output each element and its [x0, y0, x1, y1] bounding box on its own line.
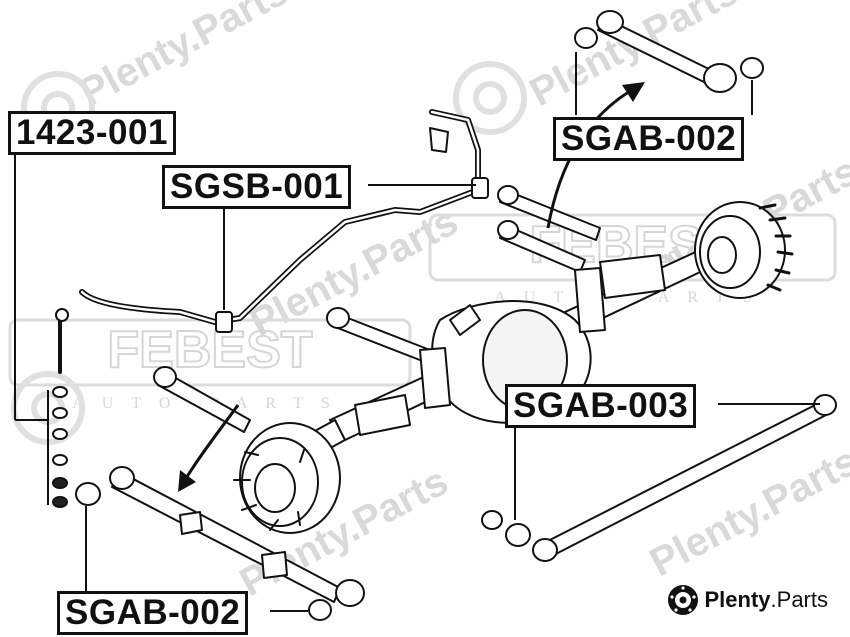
- brand-name: Plenty: [704, 587, 771, 612]
- arm-bushing: [109, 466, 135, 490]
- spring-perch: [354, 394, 411, 436]
- axle-bracket: [419, 347, 451, 409]
- part-label-sgab-002-lower: SGAB-002: [57, 591, 249, 635]
- arm-bushing: [335, 579, 365, 607]
- arrow-head: [178, 470, 196, 492]
- brand-suffix: Parts: [776, 587, 828, 612]
- spring-perch: [599, 254, 666, 299]
- link-kit-parts: [52, 386, 68, 508]
- upper-link-bushing: [596, 10, 624, 34]
- part-label-sgsb-001: SGSB-001: [162, 165, 352, 209]
- brake-disc-icon: [668, 585, 699, 615]
- arm-bushing: [326, 307, 350, 329]
- arrow-head: [622, 82, 645, 102]
- sway-bar-bushing: [471, 177, 489, 199]
- febest-watermark-text: FEBEST: [107, 321, 312, 379]
- arm-bushing: [153, 366, 177, 388]
- bushing-sgab-003: [505, 523, 531, 547]
- arm-bushing: [497, 220, 519, 240]
- sway-bar-bracket: [429, 127, 449, 153]
- pinion-yoke: [449, 304, 481, 336]
- bushing-sgab-002-upper: [740, 57, 764, 79]
- hub: [707, 236, 737, 274]
- arm-bushing: [497, 185, 519, 205]
- part-label-sgab-003: SGAB-003: [505, 384, 697, 428]
- bushing-sgab-002-lower: [308, 599, 332, 621]
- upper-link-bushing: [703, 63, 737, 93]
- arm-bracket: [179, 511, 203, 535]
- arm-bracket: [261, 551, 288, 579]
- arm-bushing: [532, 538, 558, 562]
- bushing-sgab-002-lower: [75, 482, 101, 506]
- brake-drum-teeth: [758, 203, 794, 292]
- bushing-sgab-002-upper: [574, 27, 598, 49]
- upper-arm: [334, 314, 431, 363]
- bushing-sgab-003: [481, 510, 503, 530]
- hub: [254, 463, 296, 513]
- brand-dot: .: [770, 587, 777, 612]
- part-label-sgab-002-upper: SGAB-002: [553, 117, 745, 161]
- sway-bar: [80, 110, 480, 324]
- sway-bar-bushing: [215, 311, 233, 333]
- axle-bracket: [574, 267, 606, 333]
- stabilizer-link-end: [55, 308, 69, 322]
- leader-lines: [14, 52, 820, 612]
- part-label-1423-001: 1423-001: [8, 111, 176, 155]
- wheel-studs: [233, 449, 305, 531]
- plenty-parts-logo: Plenty.Parts: [666, 583, 828, 617]
